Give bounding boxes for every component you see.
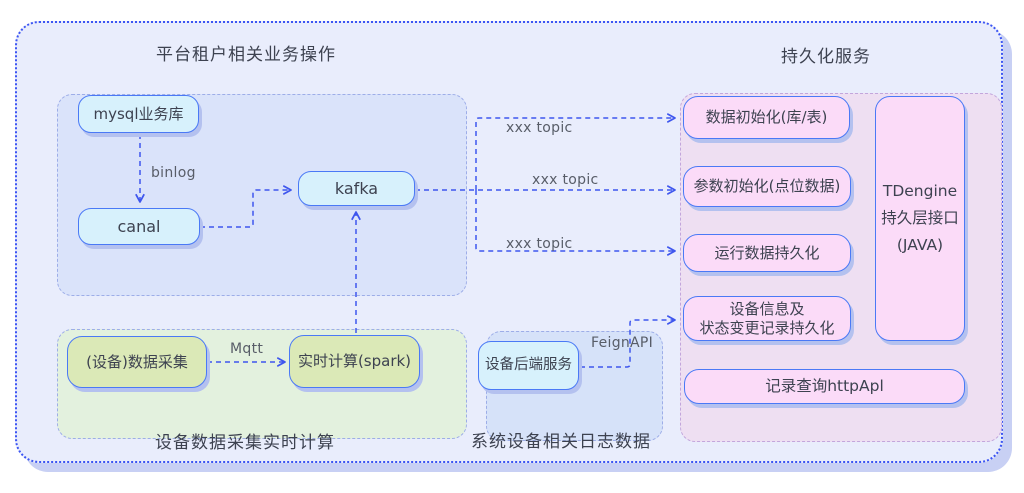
label-topic-top: xxx topic xyxy=(506,120,573,136)
node-record-query-label: 记录查询httpApl xyxy=(765,377,884,395)
node-param-init: 参数初始化(点位数据) xyxy=(683,166,851,207)
label-feign-api: FeignAPI xyxy=(591,335,654,351)
node-mysql-label: mysql业务库 xyxy=(93,104,184,123)
node-canal: canal xyxy=(78,208,200,245)
label-topic-bottom: xxx topic xyxy=(506,236,573,252)
node-tdengine-line3: (JAVA) xyxy=(896,236,944,254)
title-persistence-service: 持久化服务 xyxy=(781,47,871,67)
node-runtime-persist-label: 运行数据持久化 xyxy=(714,243,820,262)
node-mysql-business-db: mysql业务库 xyxy=(78,95,199,133)
node-device-data-collect-label: (设备)数据采集 xyxy=(86,352,188,371)
node-param-init-label: 参数初始化(点位数据) xyxy=(693,177,841,195)
node-device-info-line1: 设备信息及 xyxy=(729,299,805,318)
node-spark-realtime-label: 实时计算(spark) xyxy=(297,352,412,370)
title-device-logs: 系统设备相关日志数据 xyxy=(471,432,651,452)
node-canal-label: canal xyxy=(117,217,161,236)
node-kafka: kafka xyxy=(298,171,415,206)
title-tenant-operations: 平台租户相关业务操作 xyxy=(156,45,336,65)
label-binlog: binlog xyxy=(151,165,196,181)
node-kafka-label: kafka xyxy=(334,179,379,198)
node-tdengine-line1: TDengine xyxy=(882,182,958,200)
title-device-realtime: 设备数据采集实时计算 xyxy=(155,433,335,453)
node-tdengine-line2: 持久层接口 xyxy=(881,209,959,227)
label-mqtt: Mqtt xyxy=(230,341,264,357)
node-record-query-api: 记录查询httpApl xyxy=(684,369,965,404)
node-data-init: 数据初始化(库/表) xyxy=(683,96,850,139)
node-runtime-persist: 运行数据持久化 xyxy=(683,234,851,272)
node-device-info-line2: 状态变更记录持久化 xyxy=(699,318,835,337)
node-device-data-collect: (设备)数据采集 xyxy=(67,336,207,388)
node-device-backend-label: 设备后端服务 xyxy=(485,357,572,373)
node-data-init-label: 数据初始化(库/表) xyxy=(705,108,828,126)
node-spark-realtime: 实时计算(spark) xyxy=(289,335,420,388)
node-device-info-persist: 设备信息及 状态变更记录持久化 xyxy=(683,296,851,341)
label-topic-middle: xxx topic xyxy=(532,172,599,188)
node-tdengine-layer: TDengine 持久层接口 (JAVA) xyxy=(875,96,965,341)
node-device-backend-service: 设备后端服务 xyxy=(478,341,579,390)
